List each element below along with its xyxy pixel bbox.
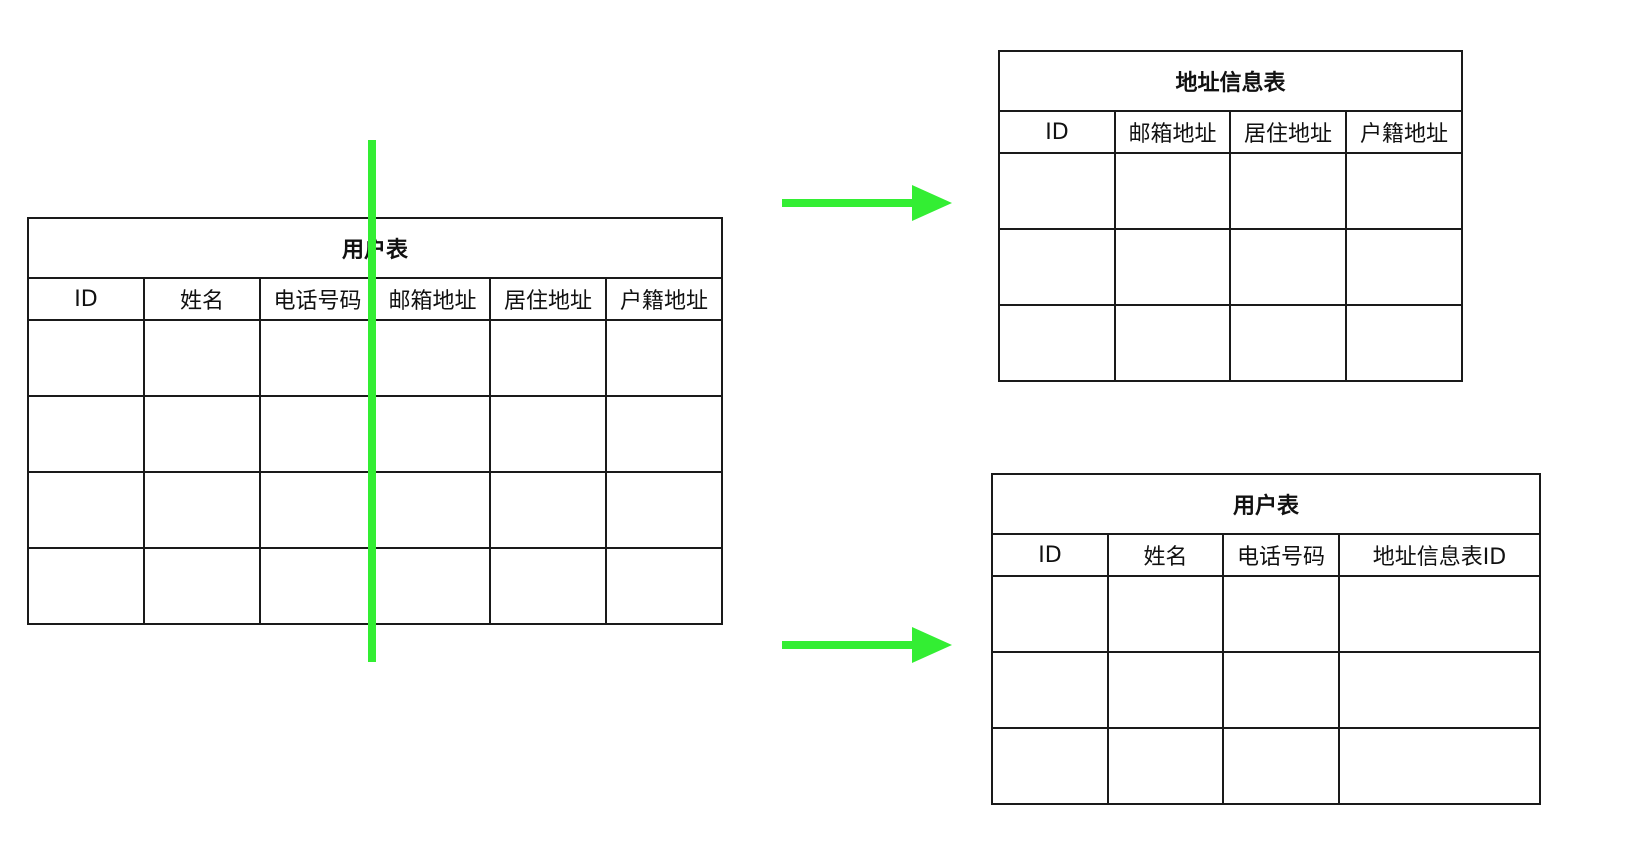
new-user-table: 用户表 ID 姓名 电话号码 地址信息表ID (990, 473, 1542, 805)
table-cell (489, 395, 607, 473)
table-cell (374, 471, 491, 549)
table-cell (1107, 651, 1224, 729)
table-cell (1114, 152, 1231, 230)
table-cell (143, 547, 261, 625)
table-cell (604, 319, 724, 397)
column-header-id: ID (991, 533, 1109, 577)
table-cell (1222, 727, 1340, 805)
new-user-table-title: 用户表 (990, 473, 1542, 535)
table-cell (489, 471, 607, 549)
table-cell (259, 471, 376, 549)
table-row (991, 727, 1542, 805)
table-cell (489, 319, 607, 397)
table-row (27, 547, 724, 625)
new-user-table-body (991, 575, 1542, 805)
column-header-residence: 居住地址 (1229, 110, 1347, 154)
table-cell (27, 547, 145, 625)
arrow-head (912, 185, 952, 221)
table-cell (27, 319, 145, 397)
column-header-household: 户籍地址 (1344, 110, 1464, 154)
table-cell (1114, 304, 1231, 382)
table-row (27, 395, 724, 473)
table-cell (991, 575, 1109, 653)
table-cell (143, 471, 261, 549)
column-header-name: 姓名 (143, 277, 261, 321)
table-cell (604, 395, 724, 473)
table-cell (1344, 228, 1464, 306)
table-cell (1337, 575, 1542, 653)
table-cell (998, 228, 1116, 306)
column-header-address-id: 地址信息表ID (1337, 533, 1542, 577)
table-cell (1107, 727, 1224, 805)
original-table-body (27, 319, 724, 625)
table-row (27, 471, 724, 549)
table-cell (27, 471, 145, 549)
table-row (998, 228, 1464, 306)
table-cell (489, 547, 607, 625)
original-table-title: 用户表 (26, 217, 724, 279)
table-cell (27, 395, 145, 473)
table-cell (1344, 304, 1464, 382)
table-cell (604, 547, 724, 625)
column-header-phone: 电话号码 (1222, 533, 1340, 577)
address-table-body (998, 152, 1464, 382)
arrow-to-address-table (782, 185, 952, 221)
table-cell (374, 547, 491, 625)
arrow-head (912, 627, 952, 663)
table-row (991, 651, 1542, 729)
table-row (998, 304, 1464, 382)
table-cell (1344, 152, 1464, 230)
table-cell (604, 471, 724, 549)
table-cell (1337, 727, 1542, 805)
table-cell (998, 152, 1116, 230)
table-cell (1222, 575, 1340, 653)
table-cell (1222, 651, 1340, 729)
column-header-phone: 电话号码 (259, 277, 376, 321)
table-cell (1114, 228, 1231, 306)
column-header-id: ID (998, 110, 1116, 154)
table-row (998, 152, 1464, 230)
table-cell (259, 395, 376, 473)
column-header-household: 户籍地址 (604, 277, 724, 321)
table-cell (374, 395, 491, 473)
table-cell (991, 651, 1109, 729)
column-header-id: ID (27, 277, 145, 321)
table-cell (991, 727, 1109, 805)
column-header-email: 邮箱地址 (1114, 110, 1231, 154)
table-cell (143, 319, 261, 397)
address-info-table: 地址信息表 ID 邮箱地址 居住地址 户籍地址 (997, 50, 1464, 382)
table-cell (259, 319, 376, 397)
column-header-email: 邮箱地址 (374, 277, 491, 321)
table-row (27, 319, 724, 397)
original-user-table: 用户表 ID 姓名 电话号码 邮箱地址 居住地址 户籍地址 (26, 217, 724, 625)
table-cell (998, 304, 1116, 382)
column-header-residence: 居住地址 (489, 277, 607, 321)
table-cell (374, 319, 491, 397)
table-row (991, 575, 1542, 653)
address-table-title: 地址信息表 (997, 50, 1464, 112)
table-cell (259, 547, 376, 625)
table-cell (143, 395, 261, 473)
column-header-name: 姓名 (1107, 533, 1224, 577)
arrow-to-user-table (782, 627, 952, 663)
table-cell (1229, 152, 1347, 230)
table-cell (1229, 228, 1347, 306)
table-cell (1229, 304, 1347, 382)
table-cell (1337, 651, 1542, 729)
table-cell (1107, 575, 1224, 653)
